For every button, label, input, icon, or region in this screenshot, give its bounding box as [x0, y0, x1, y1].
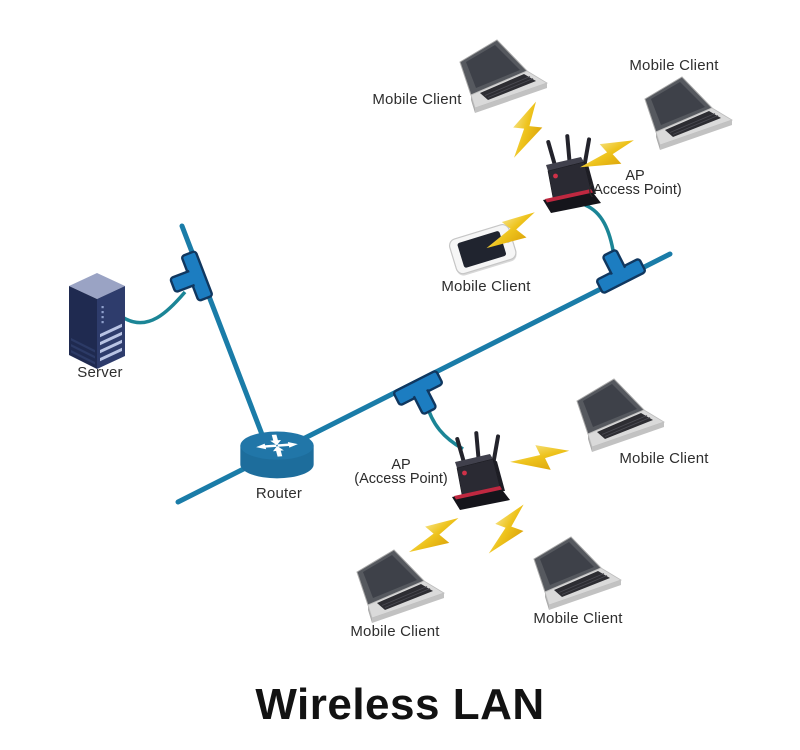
- ap2-sub: (Access Point): [354, 471, 448, 487]
- wireless-signal-icon: [484, 497, 533, 563]
- laptop-icon-top-right: [644, 76, 733, 151]
- laptop-icon-bottom-left: [356, 549, 445, 624]
- ap1-drop-cable: [584, 203, 616, 257]
- router-icon: [240, 431, 314, 479]
- tap-connector-ap1-icon: [586, 240, 647, 295]
- server-drop-cable: [123, 290, 187, 325]
- label-mobile-client-bottom-left: Mobile Client: [350, 623, 440, 640]
- label-access-point-2: AP (Access Point): [354, 457, 448, 487]
- label-router: Router: [255, 485, 303, 502]
- diagram-title: Wireless LAN: [255, 680, 545, 729]
- wireless-signal-icon: [510, 99, 545, 161]
- label-mobile-client-smartphone: Mobile Client: [441, 278, 531, 295]
- ap1-name: AP: [625, 168, 645, 184]
- wireless-signal-icon: [508, 432, 574, 485]
- laptop-icon-bottom-middle: [533, 536, 622, 611]
- laptop-icon-top-left: [459, 39, 548, 114]
- label-mobile-client-bottom-middle: Mobile Client: [533, 610, 623, 627]
- server-icon: [69, 273, 125, 369]
- label-server: Server: [77, 364, 123, 381]
- label-mobile-client-top-left: Mobile Client: [372, 91, 462, 108]
- label-mobile-client-top-right: Mobile Client: [629, 57, 719, 74]
- tap-connector-ap2-icon: [392, 369, 453, 424]
- tap-connector-server-icon: [162, 249, 214, 309]
- access-point-2-icon: [451, 430, 511, 511]
- laptop-icon-middle-right: [576, 378, 665, 453]
- label-access-point-1: AP (Access Point): [588, 168, 682, 198]
- ap2-name: AP: [391, 457, 411, 473]
- label-mobile-client-middle-right: Mobile Client: [619, 450, 709, 467]
- ap1-sub: (Access Point): [588, 182, 682, 198]
- wireless-signal-icon: [405, 505, 466, 569]
